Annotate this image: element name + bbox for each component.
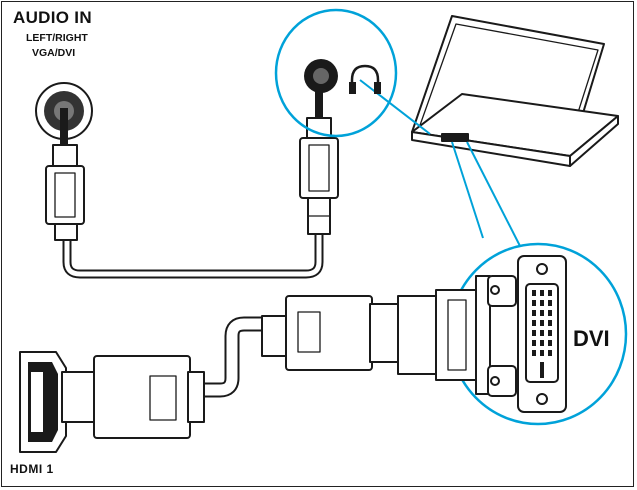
- headphone-port-callout: [274, 8, 431, 138]
- audio-cable: [45, 82, 339, 279]
- dvi-label: DVI: [573, 326, 610, 351]
- hdmi-label: HDMI 1: [10, 462, 54, 476]
- hdmi-dvi-cable: [61, 275, 517, 439]
- laptop-icon: [411, 15, 619, 167]
- audio-in-label: AUDIO IN: [13, 8, 92, 27]
- vga-dvi-label: VGA/DVI: [32, 47, 76, 59]
- headphone-icon: [349, 64, 381, 94]
- dvi-port-icon: [517, 255, 567, 413]
- left-right-label: LEFT/RIGHT: [26, 32, 88, 44]
- hdmi-port-icon: [19, 351, 67, 453]
